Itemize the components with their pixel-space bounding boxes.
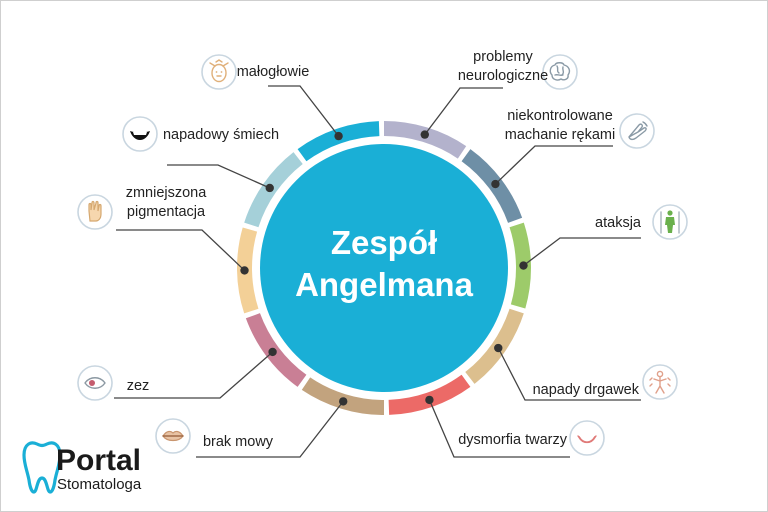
segment-5-arc <box>301 377 384 415</box>
segment-3-label: napady drgawek <box>533 382 640 398</box>
brand-sub: Stomatologa <box>57 476 142 493</box>
brand-logo: Portal Stomatologa <box>22 441 142 494</box>
segment-5-dot <box>339 397 348 406</box>
segment-8-leader <box>167 164 270 189</box>
segment-6-dot <box>268 347 277 357</box>
segment-0-arc <box>384 121 467 159</box>
tooth-icon <box>22 441 62 494</box>
segment-5-leader <box>196 401 344 458</box>
segment-5-label: brak mowy <box>203 434 274 450</box>
segment-0-leader <box>424 87 503 135</box>
segment-4-label: dysmorfia twarzy <box>458 432 568 448</box>
segment-9-label: małogłowie <box>237 64 310 80</box>
segment-4-dot <box>425 395 434 405</box>
segment-8-dot <box>265 183 274 193</box>
segment-0-label: problemy neurologiczne <box>458 49 548 84</box>
segment-8-label-line: napadowy śmiech <box>163 127 279 143</box>
segment-3-label-line: napady drgawek <box>533 382 640 398</box>
segment-1-label-line: machanie rękami <box>505 127 615 143</box>
segment-1-label: niekontrolowane machanie rękami <box>505 108 615 143</box>
smile-icon <box>569 420 605 456</box>
small-head-icon <box>201 54 237 90</box>
segment-7-dot <box>240 266 249 275</box>
segment-2-label-line: ataksja <box>595 215 642 231</box>
brain-icon <box>542 54 578 90</box>
closed-lips-icon <box>155 418 191 454</box>
waving-hand-icon <box>619 113 655 149</box>
symptom-icons <box>77 54 688 456</box>
segment-1-leader <box>494 145 613 185</box>
laughing-mouth-icon <box>122 116 158 152</box>
segment-2-dot <box>519 261 528 270</box>
brand-name: Portal <box>56 444 141 477</box>
segment-3-leader <box>497 347 641 401</box>
segment-3-dot <box>494 343 503 353</box>
segment-7-leader <box>116 229 245 271</box>
segment-7-label-line: pigmentacja <box>127 204 206 220</box>
eye-icon <box>77 365 113 401</box>
leader-lines <box>114 85 641 458</box>
symptom-labels: problemy neurologiczne niekontrolowane mach… <box>126 49 642 450</box>
segment-9-leader <box>268 85 340 137</box>
standing-figure-icon <box>652 204 688 240</box>
center-title-line1: Zespół <box>331 224 437 261</box>
segment-4-leader <box>428 399 570 458</box>
segment-7-label-line: zmniejszona <box>126 185 208 201</box>
segment-9-arc <box>297 121 380 162</box>
segment-6-label: zez <box>127 378 150 394</box>
segment-4-label-line: dysmorfia twarzy <box>458 432 568 448</box>
segment-9-dot <box>334 131 343 141</box>
shaking-figure-icon <box>642 364 678 400</box>
segment-0-label-line: neurologiczne <box>458 68 548 84</box>
center-circle <box>260 144 508 392</box>
segment-1-dot <box>491 179 500 189</box>
segment-9-label-line: małogłowie <box>237 64 310 80</box>
segment-8-label: napadowy śmiech <box>163 127 279 143</box>
segment-1-label-line: niekontrolowane <box>507 108 613 124</box>
center-title-line2: Angelmana <box>295 266 474 303</box>
segment-5-label-line: brak mowy <box>203 434 274 450</box>
segment-0-dot <box>420 130 429 139</box>
segment-2-label: ataksja <box>595 215 642 231</box>
segment-6-leader <box>114 351 274 399</box>
segment-4-arc <box>388 374 471 415</box>
segment-7-label: zmniejszona pigmentacja <box>126 185 208 220</box>
hand-icon <box>77 194 113 230</box>
segment-0-label-line: problemy <box>473 49 533 65</box>
segment-2-leader <box>523 237 641 267</box>
segment-6-label-line: zez <box>127 378 150 394</box>
